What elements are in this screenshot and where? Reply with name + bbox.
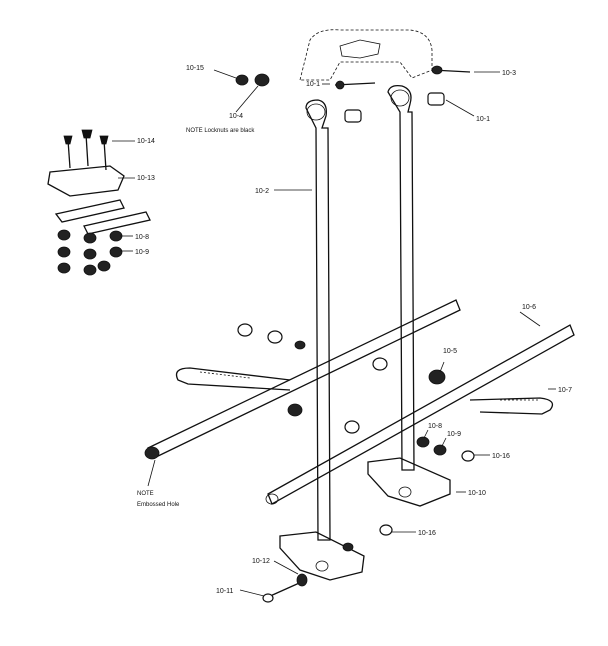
foot-bracket-lower xyxy=(279,524,393,581)
label-10-16-right: 10-16 xyxy=(492,453,510,460)
bar-nuts xyxy=(237,323,475,462)
label-10-12: 10-12 xyxy=(252,558,270,565)
callout-labels: 10-15 10-1 10-3 10-4 10-1 10-14 10-13 10… xyxy=(135,65,572,595)
lower-bolt-10-11 xyxy=(262,573,308,603)
note-embossed-title: NOTE xyxy=(137,491,154,497)
nut-10-5 xyxy=(428,369,446,385)
note-locknuts: NOTE Locknuts are black xyxy=(186,128,255,134)
bushing-10-1b xyxy=(344,109,362,123)
foot-bracket-10-10 xyxy=(367,457,451,507)
u-bolt-left xyxy=(175,367,291,391)
label-10-10: 10-10 xyxy=(468,490,486,497)
label-10-1-bushing: 10-1 xyxy=(476,116,490,123)
top-bracket xyxy=(299,29,433,81)
bushing-10-1 xyxy=(427,92,445,106)
label-10-14: 10-14 xyxy=(137,138,155,145)
label-10-9-inset: 10-9 xyxy=(135,249,149,256)
label-10-6: 10-6 xyxy=(522,304,536,311)
rear-bar-10-6 xyxy=(265,324,575,505)
inset-detail xyxy=(47,129,151,276)
label-10-2: 10-2 xyxy=(255,188,269,195)
nut-10-15 xyxy=(235,74,249,86)
note-embossed-hole: Embossed Hole xyxy=(137,502,180,508)
label-10-15: 10-15 xyxy=(186,65,204,72)
label-10-8: 10-8 xyxy=(428,423,442,430)
label-10-5: 10-5 xyxy=(443,348,457,355)
label-10-8-inset: 10-8 xyxy=(135,234,149,241)
vertical-legs xyxy=(305,84,415,541)
label-10-7: 10-7 xyxy=(558,387,572,394)
u-bolt-right-10-7 xyxy=(469,397,554,415)
label-10-9: 10-9 xyxy=(447,431,461,438)
label-10-3: 10-3 xyxy=(502,70,516,77)
leader-lines xyxy=(112,69,556,597)
label-10-13: 10-13 xyxy=(137,175,155,182)
label-10-11: 10-11 xyxy=(216,588,233,595)
locknut-10-4 xyxy=(254,73,270,87)
label-10-16-lower: 10-16 xyxy=(418,530,436,537)
front-bar xyxy=(144,299,461,460)
label-10-1-top: 10-1 xyxy=(306,81,320,88)
top-hardware xyxy=(235,65,471,123)
notes: NOTE Locknuts are black NOTE Embossed Ho… xyxy=(137,128,255,508)
label-10-4: 10-4 xyxy=(229,113,243,120)
